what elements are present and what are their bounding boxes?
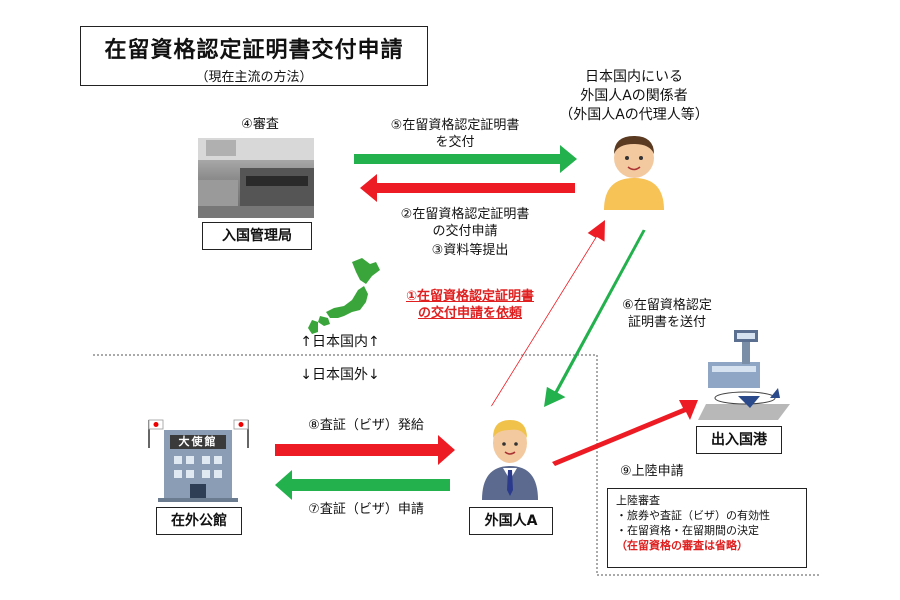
foreigner-label: 外国人A [469,507,553,535]
japan-map-icon [308,258,380,334]
domestic-label: ↑日本国内↑ [300,334,380,350]
embassy-sign: 大使館 [178,435,218,448]
step-5-line-2: を交付 [435,135,475,150]
landing-notes-heading: 上陸審査 [616,494,660,507]
step-2-line-1: ②在留資格認定証明書 [400,207,530,222]
airport-illustration [698,330,790,420]
foreigner-person-icon [482,420,538,500]
representative-label: 日本国内にいる 外国人Aの関係者 （外国人Aの代理人等） [544,68,724,125]
step-4-label: ④審査 [241,117,279,132]
page-title: 在留資格認定証明書交付申請 [104,38,404,63]
landing-notes-item-1: ・旅券や査証（ビザ）の有効性 [616,509,770,522]
step-6-label: ⑥在留資格認定 証明書を送付 [612,297,722,331]
immigration-bureau-label: 入国管理局 [202,222,312,250]
step-6-line-1: ⑥在留資格認定 [622,298,712,313]
embassy-label: 在外公館 [156,507,242,535]
representative-line-2: 外国人Aの関係者 [580,88,688,104]
step-1-line-2: の交付申請を依頼 [417,306,522,321]
step-5-line-1: ⑤在留資格認定証明書 [390,118,520,133]
landing-notes-remark: （在留資格の審査は省略） [616,539,748,552]
step-2-line-2: の交付申請 [432,224,498,239]
step-9-label: ⑨上陸申請 [620,464,684,479]
representative-person-icon [604,136,664,210]
step-7-label: ⑦査証（ビザ）申請 [308,502,424,517]
title-box: 在留資格認定証明書交付申請 （現在主流の方法） [80,26,428,86]
arrow-7-green [275,470,450,500]
arrow-2-red [360,174,575,202]
step-8-label: ⑧査証（ビザ）発給 [308,418,424,433]
landing-notes-item-2: ・在留資格・在留期間の決定 [616,524,759,537]
representative-line-1: 日本国内にいる [585,69,683,85]
step-3-label: ③資料等提出 [431,243,509,258]
overseas-label: ↓日本国外↓ [300,367,380,383]
embassy-building-icon [148,419,249,502]
step-1-label: ①在留資格認定証明書 の交付申請を依頼 [385,288,555,322]
step-6-line-2: 証明書を送付 [627,315,706,330]
immigration-bureau-photo [198,138,314,218]
step-5-label: ⑤在留資格認定証明書 を交付 [370,117,540,151]
arrow-9-red [552,400,698,466]
step-1-line-1: ①在留資格認定証明書 [405,289,534,304]
airport-label: 出入国港 [696,426,782,454]
page-subtitle: （現在主流の方法） [195,70,313,85]
arrow-8-red [275,435,455,465]
representative-line-3: （外国人Aの代理人等） [559,107,709,123]
arrow-6-green [544,229,646,407]
landing-notes-box: 上陸審査 ・旅券や査証（ビザ）の有効性 ・在留資格・在留期間の決定 （在留資格の… [607,488,807,568]
arrow-5-green [354,145,577,173]
step-2-label: ②在留資格認定証明書 の交付申請 [380,206,550,240]
